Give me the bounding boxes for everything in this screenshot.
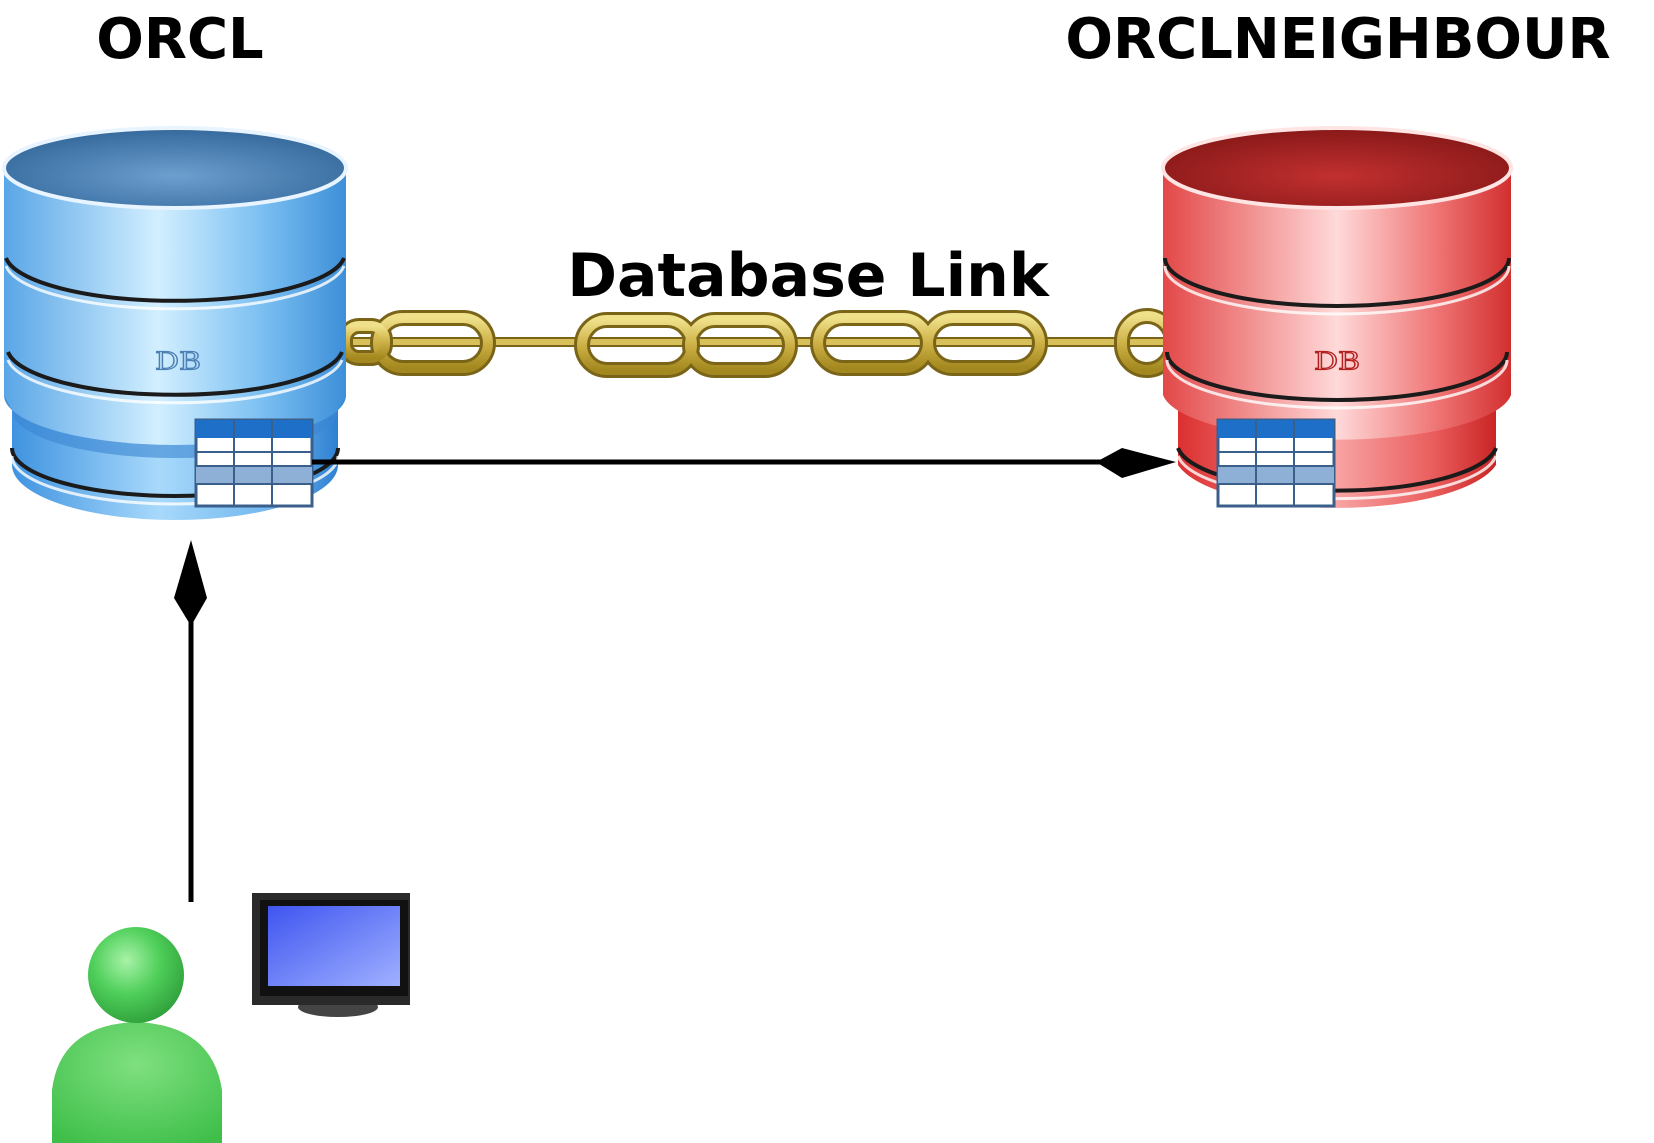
user-icon [52, 927, 222, 1143]
target-database-icon: DB [1161, 126, 1513, 508]
target-table-icon [1216, 418, 1336, 508]
source-db-mark: DB [155, 348, 201, 375]
monitor-icon [252, 893, 410, 1017]
chain-link-icon [337, 308, 1180, 378]
table-access-arrow [312, 448, 1176, 478]
user-connection-arrow [174, 540, 207, 902]
source-table-icon [194, 418, 314, 508]
target-db-title: ORCLNEIGHBOUR [1065, 7, 1610, 72]
target-db-mark: DB [1314, 348, 1360, 375]
database-link-label: Database Link [567, 241, 1051, 311]
source-db-title: ORCL [96, 7, 264, 72]
